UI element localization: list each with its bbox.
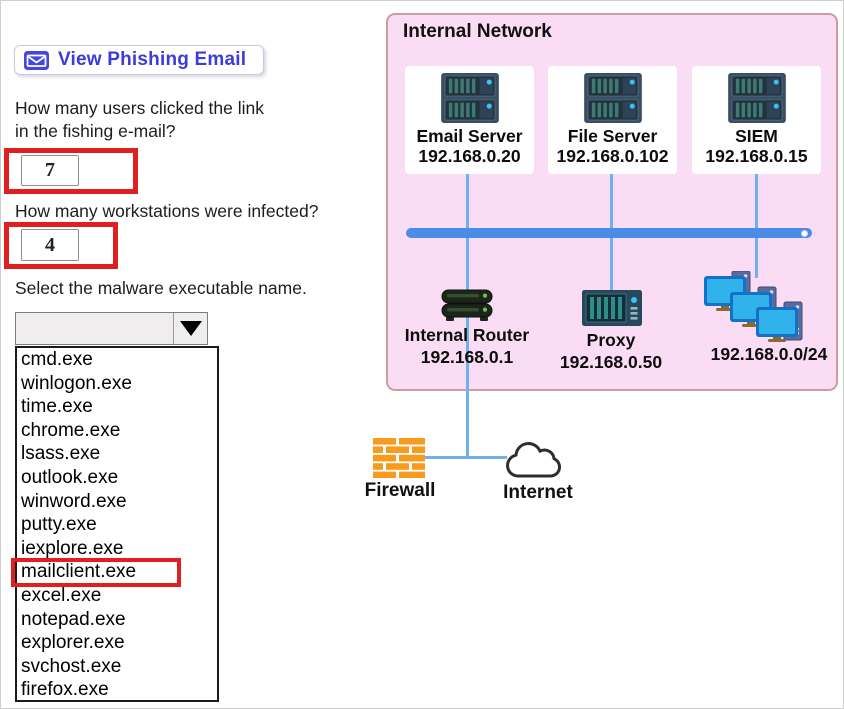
option-firefox[interactable]: firefox.exe bbox=[21, 679, 109, 701]
question-1-line1: How many users clicked the link bbox=[15, 98, 264, 118]
option-explorer[interactable]: explorer.exe bbox=[21, 632, 125, 654]
email-server-ip: 192.168.0.20 bbox=[418, 146, 521, 166]
option-chrome[interactable]: chrome.exe bbox=[21, 419, 121, 441]
view-phishing-email-label: View Phishing Email bbox=[58, 49, 247, 70]
question-1: How many users clicked the link in the f… bbox=[15, 97, 264, 143]
option-iexplore[interactable]: iexplore.exe bbox=[21, 537, 124, 559]
network-bus bbox=[406, 228, 812, 238]
dropdown-divider bbox=[173, 313, 174, 344]
cloud-icon[interactable] bbox=[502, 438, 566, 484]
internal-network-title: Internal Network bbox=[403, 21, 552, 42]
server-icon bbox=[583, 73, 642, 123]
connector-firewall-internet-line bbox=[425, 456, 507, 459]
option-winlogon[interactable]: winlogon.exe bbox=[21, 372, 132, 394]
option-cmd[interactable]: cmd.exe bbox=[21, 349, 93, 370]
server-icon bbox=[727, 73, 786, 123]
network-bus-endcap bbox=[801, 230, 808, 237]
workstations-icon[interactable] bbox=[704, 271, 806, 345]
answer-highlight-q2 bbox=[4, 222, 118, 269]
option-svchost[interactable]: svchost.exe bbox=[21, 655, 122, 677]
file-server-name: File Server bbox=[567, 126, 658, 146]
firewall-label: Firewall bbox=[364, 480, 436, 501]
dropdown-arrow-icon bbox=[180, 321, 202, 336]
proxy-name: Proxy bbox=[586, 330, 636, 350]
answer-highlight-mailclient bbox=[11, 558, 181, 587]
view-phishing-email-button[interactable]: View Phishing Email bbox=[14, 45, 264, 75]
internet-label: Internet bbox=[503, 482, 573, 503]
option-mailclient[interactable]: mailclient.exe bbox=[21, 561, 137, 583]
file-server-ip: 192.168.0.102 bbox=[556, 146, 669, 166]
workstations-infected-input[interactable] bbox=[21, 229, 79, 261]
proxy-label: Proxy 192.168.0.50 bbox=[541, 329, 681, 373]
option-excel[interactable]: excel.exe bbox=[21, 584, 102, 606]
email-server-name: Email Server bbox=[416, 126, 523, 146]
internal-router-name: Internal Router bbox=[404, 325, 530, 345]
question-3: Select the malware executable name. bbox=[15, 278, 307, 298]
option-time[interactable]: time.exe bbox=[21, 396, 93, 418]
users-clicked-input[interactable] bbox=[21, 155, 79, 186]
malware-option-list: cmd.exe winlogon.exe time.exe chrome.exe… bbox=[15, 346, 219, 702]
siem-name: SIEM bbox=[735, 126, 778, 146]
option-notepad[interactable]: notepad.exe bbox=[21, 608, 126, 630]
file-server-node[interactable]: File Server 192.168.0.102 bbox=[548, 66, 677, 174]
option-lsass[interactable]: lsass.exe bbox=[21, 443, 101, 465]
connector-workstations-line bbox=[755, 174, 758, 278]
email-server-node[interactable]: Email Server 192.168.0.20 bbox=[405, 66, 534, 174]
internal-router-ip: 192.168.0.1 bbox=[420, 347, 514, 367]
router-icon[interactable] bbox=[440, 288, 494, 323]
siem-ip: 192.168.0.15 bbox=[705, 146, 808, 166]
firewall-icon[interactable] bbox=[373, 438, 425, 478]
internal-router-label: Internal Router 192.168.0.1 bbox=[387, 324, 547, 368]
siem-node[interactable]: SIEM 192.168.0.15 bbox=[692, 66, 821, 174]
answer-highlight-q1 bbox=[4, 148, 138, 194]
question-1-line2: in the fishing e-mail? bbox=[15, 121, 176, 141]
proxy-ip: 192.168.0.50 bbox=[559, 352, 663, 372]
option-winword[interactable]: winword.exe bbox=[21, 490, 127, 512]
malware-dropdown[interactable] bbox=[15, 312, 208, 345]
workstations-subnet: 192.168.0.0/24 bbox=[710, 344, 828, 364]
workstations-label: 192.168.0.0/24 bbox=[693, 343, 843, 365]
server-icon bbox=[440, 73, 499, 123]
proxy-icon[interactable] bbox=[582, 289, 642, 327]
question-2: How many workstations were infected? bbox=[15, 201, 319, 221]
option-outlook[interactable]: outlook.exe bbox=[21, 466, 119, 488]
envelope-icon bbox=[24, 50, 49, 70]
option-putty[interactable]: putty.exe bbox=[21, 514, 97, 536]
